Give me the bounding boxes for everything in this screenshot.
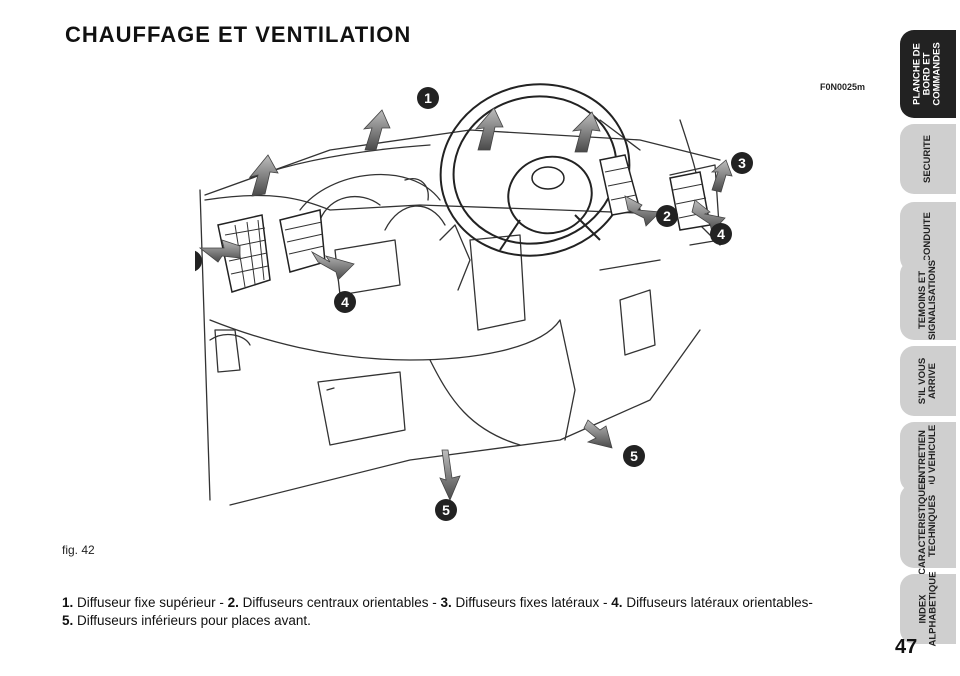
figure-caption: 1. Diffuseur fixe supérieur - 2. Diffuse… <box>62 594 874 630</box>
tab-securite[interactable]: SECURITE <box>900 124 956 194</box>
callout-4-right-label: 4 <box>717 226 725 242</box>
figure-label: fig. 42 <box>62 543 95 557</box>
caption-item-number: 5. <box>62 612 74 628</box>
callout-5-left-badge <box>435 499 457 521</box>
page-title: CHAUFFAGE ET VENTILATION <box>65 22 412 47</box>
caption-item-text: Diffuseurs latéraux orientables- <box>622 594 813 610</box>
callout-4-left-label: 4 <box>341 294 349 310</box>
caption-item-number: 1. <box>62 594 74 610</box>
callout-4-left-badge <box>334 291 356 313</box>
page-number: 47 <box>895 636 918 658</box>
tab-label: CONDUITE <box>922 212 933 262</box>
figure-code: F0N0025m <box>820 82 866 92</box>
caption-item-number: 2. <box>227 594 239 610</box>
callout-2-label: 2 <box>663 208 671 224</box>
caption-item-text: Diffuseur fixe supérieur - <box>73 594 228 610</box>
dashboard-illustration: 1 2 3 3 4 4 5 5 <box>195 83 753 521</box>
callout-1-badge <box>417 87 439 109</box>
caption-item-number: 3. <box>440 594 452 610</box>
callout-4-right-badge <box>710 223 732 245</box>
callout-2-badge <box>656 205 678 227</box>
callout-1-label: 1 <box>424 90 432 106</box>
callout-3-right-label: 3 <box>738 155 746 171</box>
tab-label: SECURITE <box>921 134 933 184</box>
callout-5-right-badge <box>623 445 645 467</box>
callout-3-left-badge <box>195 250 202 272</box>
callout-5-right-label: 5 <box>630 448 638 464</box>
callout-3-right-badge <box>731 152 753 174</box>
callout-5-left-label: 5 <box>442 502 450 518</box>
caption-item-text: Diffuseurs inférieurs pour places avant. <box>73 612 311 628</box>
caption-item-text: Diffuseurs centraux orientables - <box>238 594 441 610</box>
caption-item-number: 4. <box>611 594 623 610</box>
caption-item-text: Diffuseurs fixes latéraux - <box>451 594 612 610</box>
